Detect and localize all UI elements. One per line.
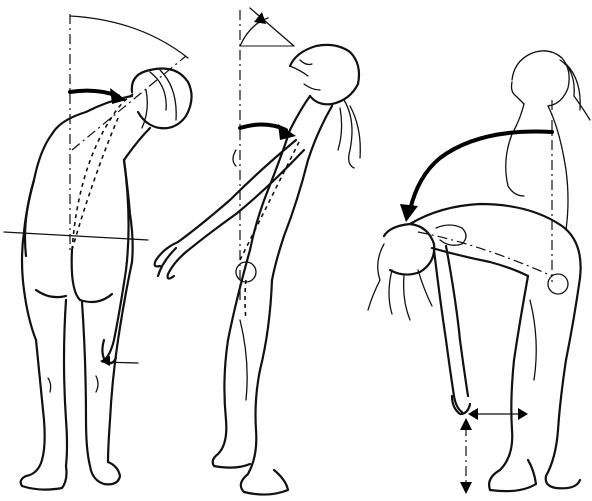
hand-2 [155, 242, 186, 279]
bent-axis-line [418, 232, 552, 276]
upright-back [548, 106, 568, 230]
hip-joint-3 [548, 274, 568, 294]
bent-arm-back [446, 246, 468, 396]
big-motion-arrowhead [400, 204, 418, 222]
bent-leg-detail [530, 300, 536, 380]
thigh-axis-2 [245, 280, 246, 320]
spine-curve-2 [72, 118, 118, 250]
upright-head [512, 51, 569, 106]
lower-arm-2 [186, 150, 304, 252]
spine-axis-2 [240, 140, 300, 260]
head-2 [290, 45, 359, 104]
upright-face [512, 82, 525, 104]
bent-front-leg [489, 276, 536, 491]
buttocks [36, 250, 112, 302]
ponytail-2 [338, 100, 360, 168]
leg-detail-2 [240, 320, 247, 400]
tilt-line-2 [250, 8, 294, 46]
breast-2 [233, 150, 236, 166]
head [132, 69, 192, 129]
figure-forward-flexion [368, 51, 590, 494]
vertical-arrowhead-up [460, 418, 472, 430]
torso-left [22, 134, 52, 340]
left-leg-inner [64, 300, 67, 466]
big-motion-arrow [410, 132, 552, 210]
vertical-arrowhead-down [460, 482, 472, 494]
knee-marks [48, 376, 98, 392]
front-leg-2 [213, 250, 250, 468]
right-shoulder [124, 128, 150, 160]
motion-arrowhead-2 [278, 124, 296, 140]
horizontal-arrowhead-right [518, 408, 528, 420]
bent-arm-front [434, 250, 462, 412]
back-leg-2 [241, 280, 288, 495]
bent-hair [368, 244, 432, 320]
hand-arrowhead [100, 356, 110, 366]
figure-extension [155, 8, 361, 495]
right-leg-inner [82, 302, 120, 484]
upper-arm-2 [178, 140, 296, 242]
horizontal-arrowhead-left [468, 408, 478, 420]
face-2 [290, 60, 320, 90]
hair [142, 70, 176, 128]
motion-arrowhead [110, 88, 126, 104]
angle-arc [70, 16, 188, 58]
bent-head [384, 224, 434, 275]
bent-back-leg [546, 278, 580, 488]
upright-front [506, 104, 524, 196]
left-leg [21, 340, 67, 490]
upright-ponytail [560, 60, 590, 120]
left-arm [25, 180, 34, 256]
right-arm [104, 160, 129, 360]
